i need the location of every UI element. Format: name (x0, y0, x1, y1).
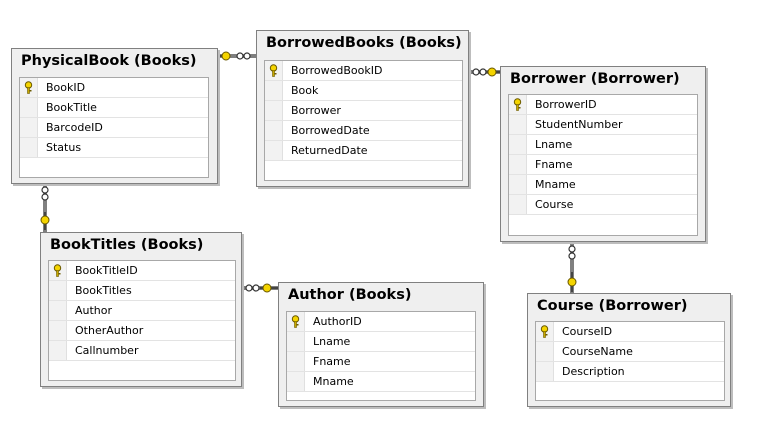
column-name: Course (535, 198, 574, 211)
column-name: Borrower (291, 104, 341, 117)
column-row-course[interactable]: Course (509, 195, 697, 215)
column-row-borrower[interactable]: Borrower (265, 101, 462, 121)
column-name: BookTitleID (75, 264, 138, 277)
relationship-borrower-course[interactable] (567, 242, 577, 293)
table-borrower[interactable]: Borrower (Borrower) BorrowerID StudentNu… (500, 66, 706, 242)
key-end-icon (40, 212, 50, 230)
column-row-authorid[interactable]: AuthorID (287, 312, 475, 332)
column-name: BookID (46, 81, 86, 94)
table-physicalbook[interactable]: PhysicalBook (Books) BookID BookTitle Ba… (11, 48, 218, 184)
column-list: AuthorID Lname Fname Mname (286, 311, 476, 401)
column-row-coursename[interactable]: CourseName (536, 342, 724, 362)
column-row-callnumber[interactable]: Callnumber (49, 341, 235, 361)
primary-key-icon (540, 325, 549, 338)
column-row-fname[interactable]: Fname (287, 352, 475, 372)
column-name: ReturnedDate (291, 144, 368, 157)
relationship-physicalbook-borrowedbooks[interactable] (212, 51, 256, 61)
infinity-end-icon (568, 245, 576, 260)
column-name: Lname (535, 138, 573, 151)
column-row-borrowerid[interactable]: BorrowerID (509, 95, 697, 115)
key-end-icon (567, 272, 577, 292)
column-name: Status (46, 141, 82, 154)
relationship-borrowedbooks-borrower[interactable] (469, 67, 500, 77)
infinity-end-icon (41, 186, 49, 201)
column-row-lname[interactable]: Lname (509, 135, 697, 155)
column-row-otherauthor[interactable]: OtherAuthor (49, 321, 235, 341)
column-row-mname[interactable]: Mname (287, 372, 475, 392)
table-title: BorrowedBooks (Books) (266, 35, 462, 51)
table-author[interactable]: Author (Books) AuthorID Lname Fname Mnam… (278, 282, 484, 407)
column-name: Mname (535, 178, 576, 191)
column-row-bookid[interactable]: BookID (20, 78, 208, 98)
column-list: CourseID CourseName Description (535, 321, 725, 401)
primary-key-icon (291, 315, 300, 328)
column-list: BookID BookTitle BarcodeID Status (19, 77, 209, 178)
column-list: BorrowerID StudentNumber Lname Fname Mna… (508, 94, 698, 236)
relationship-physicalbook-booktitles[interactable] (40, 183, 50, 232)
column-row-borroweddate[interactable]: BorrowedDate (265, 121, 462, 141)
column-row-status[interactable]: Status (20, 138, 208, 158)
column-row-booktitleid[interactable]: BookTitleID (49, 261, 235, 281)
column-row-borrowedbookid[interactable]: BorrowedBookID (265, 61, 462, 81)
column-row-author[interactable]: Author (49, 301, 235, 321)
table-title: BookTitles (Books) (50, 237, 204, 253)
column-name: BarcodeID (46, 121, 103, 134)
column-name: Author (75, 304, 113, 317)
column-name: Mname (313, 375, 354, 388)
column-row-book[interactable]: Book (265, 81, 462, 101)
column-row-returneddate[interactable]: ReturnedDate (265, 141, 462, 161)
primary-key-icon (53, 264, 62, 277)
column-row-mname[interactable]: Mname (509, 175, 697, 195)
infinity-end-icon (245, 284, 260, 292)
column-name: BorrowedBookID (291, 64, 383, 77)
column-list: BorrowedBookID Book Borrower BorrowedDat… (264, 60, 463, 181)
primary-key-icon (269, 64, 278, 77)
key-end-icon (260, 283, 278, 293)
column-row-lname[interactable]: Lname (287, 332, 475, 352)
key-end-icon (218, 51, 231, 61)
primary-key-icon (24, 81, 33, 94)
column-name: Callnumber (75, 344, 139, 357)
column-name: Fname (313, 355, 351, 368)
table-title: Course (Borrower) (537, 298, 688, 314)
column-row-booktitle[interactable]: BookTitle (20, 98, 208, 118)
column-row-description[interactable]: Description (536, 362, 724, 382)
key-end-icon (486, 67, 500, 77)
table-borrowedbooks[interactable]: BorrowedBooks (Books) BorrowedBookID Boo… (256, 30, 469, 187)
column-name: StudentNumber (535, 118, 623, 131)
column-name: BookTitle (46, 101, 97, 114)
column-name: CourseID (562, 325, 613, 338)
column-name: BookTitles (75, 284, 132, 297)
column-name: BorrowedDate (291, 124, 370, 137)
infinity-end-icon (236, 52, 251, 60)
primary-key-icon (513, 98, 522, 111)
column-name: OtherAuthor (75, 324, 144, 337)
column-row-fname[interactable]: Fname (509, 155, 697, 175)
column-name: Book (291, 84, 319, 97)
column-name: AuthorID (313, 315, 362, 328)
column-list: BookTitleID BookTitles Author OtherAutho… (48, 260, 236, 381)
table-course[interactable]: Course (Borrower) CourseID CourseName De… (527, 293, 731, 407)
column-row-studentnumber[interactable]: StudentNumber (509, 115, 697, 135)
column-name: Fname (535, 158, 573, 171)
infinity-end-icon (472, 68, 487, 76)
column-name: BorrowerID (535, 98, 597, 111)
table-title: PhysicalBook (Books) (21, 53, 197, 69)
table-title: Borrower (Borrower) (510, 71, 680, 87)
column-name: CourseName (562, 345, 633, 358)
column-row-barcodeid[interactable]: BarcodeID (20, 118, 208, 138)
column-name: Description (562, 365, 625, 378)
relationship-booktitles-author[interactable] (242, 283, 278, 293)
column-row-booktitles[interactable]: BookTitles (49, 281, 235, 301)
column-name: Lname (313, 335, 351, 348)
table-title: Author (Books) (288, 287, 412, 303)
table-booktitles[interactable]: BookTitles (Books) BookTitleID BookTitle… (40, 232, 242, 387)
column-row-courseid[interactable]: CourseID (536, 322, 724, 342)
